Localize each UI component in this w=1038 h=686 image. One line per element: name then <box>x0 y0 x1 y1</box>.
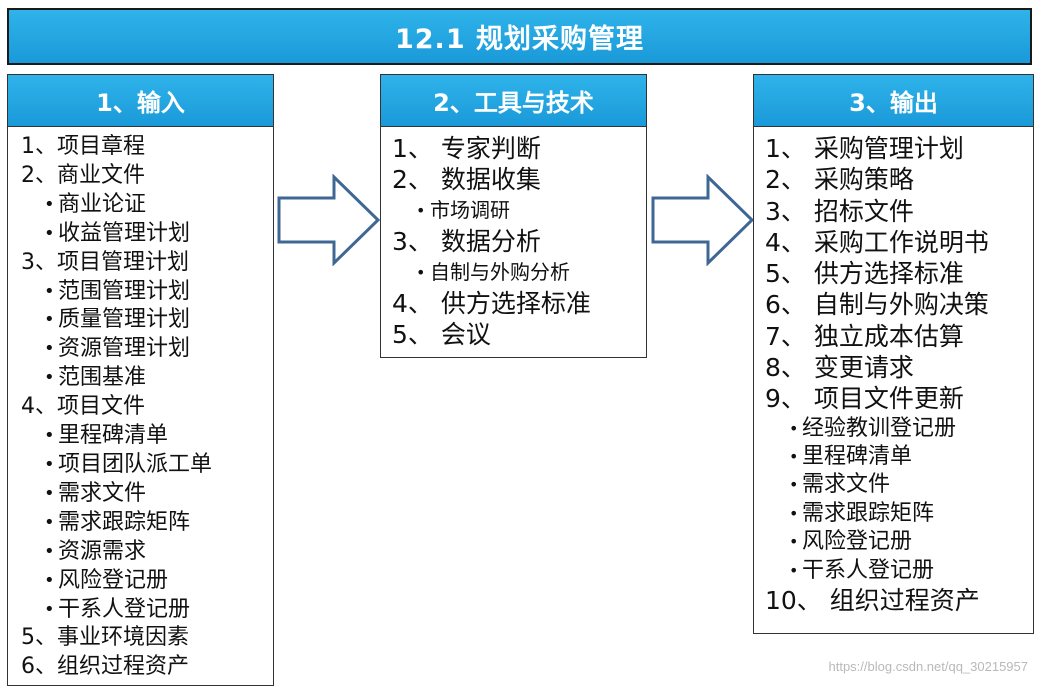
list-item: 1、 专家判断 <box>392 134 541 163</box>
list-item: 5、 会议 <box>392 320 491 349</box>
list-item: 1、项目章程 <box>21 134 145 159</box>
list-item: 2、商业文件 <box>21 162 145 188</box>
list-item: 5、事业环境因素 <box>21 625 189 651</box>
list-item: 6、组织过程资产 <box>21 654 189 680</box>
list-item: 10、 组织过程资产 <box>765 586 980 616</box>
sub-list-item: 商业论证 <box>21 191 273 220</box>
list-item: 1、 采购管理计划 <box>765 134 964 163</box>
list-item: 8、 变更请求 <box>765 353 914 383</box>
sub-list-item: 范围管理计划 <box>21 278 273 307</box>
input-column: 1、输入 1、项目章程 2、商业文件商业论证收益管理计划3、项目管理计划范围管理计… <box>7 74 274 686</box>
list-item: 4、 供方选择标准 <box>392 289 591 318</box>
tools-column-heading: 2、工具与技术 <box>381 75 646 127</box>
input-list: 1、项目章程 2、商业文件商业论证收益管理计划3、项目管理计划范围管理计划质量管理… <box>8 127 273 682</box>
sub-list-item: 经验教训登记册 <box>765 415 1033 444</box>
sub-list-item: 里程碑清单 <box>21 422 273 451</box>
right-arrow-icon <box>277 174 381 266</box>
sub-list-item: 需求跟踪矩阵 <box>765 500 1033 529</box>
sub-list-item: 需求文件 <box>765 471 1033 500</box>
sub-list-item: 资源需求 <box>21 538 273 567</box>
list-item: 4、 采购工作说明书 <box>765 227 989 257</box>
list-item: 3、项目管理计划 <box>21 249 189 275</box>
sub-list-item: 范围基准 <box>21 364 273 393</box>
list-item: 7、 独立成本估算 <box>765 321 964 351</box>
list-item: 9、 项目文件更新 <box>765 384 964 414</box>
sub-list-item: 风险登记册 <box>21 567 273 596</box>
sub-list-item: 需求文件 <box>21 480 273 509</box>
list-item: 2、 采购策略 <box>765 165 914 195</box>
sub-list-item: 自制与外购分析 <box>392 257 646 288</box>
sub-list-item: 干系人登记册 <box>765 557 1033 586</box>
watermark: https://blog.csdn.net/qq_30215957 <box>828 659 1029 674</box>
output-column-heading: 3、输出 <box>754 75 1033 127</box>
sub-list-item: 风险登记册 <box>765 528 1033 557</box>
list-item: 3、 招标文件 <box>765 196 914 226</box>
sub-list-item: 需求跟踪矩阵 <box>21 509 273 538</box>
page-title: 12.1 规划采购管理 <box>7 8 1032 65</box>
sub-list-item: 项目团队派工单 <box>21 451 273 480</box>
sub-list-item: 里程碑清单 <box>765 443 1033 472</box>
list-item: 6、 自制与外购决策 <box>765 290 989 320</box>
list-item: 3、 数据分析 <box>392 227 541 256</box>
input-column-heading: 1、输入 <box>8 75 273 127</box>
right-arrow-icon <box>651 174 755 266</box>
list-item: 4、项目文件 <box>21 394 145 420</box>
sub-list-item: 市场调研 <box>392 195 646 226</box>
sub-list-item: 收益管理计划 <box>21 220 273 249</box>
list-item: 5、 供方选择标准 <box>765 259 964 289</box>
sub-list-item: 干系人登记册 <box>21 596 273 625</box>
sub-list-item: 质量管理计划 <box>21 306 273 335</box>
list-item: 2、 数据收集 <box>392 165 541 194</box>
sub-list-item: 资源管理计划 <box>21 335 273 364</box>
